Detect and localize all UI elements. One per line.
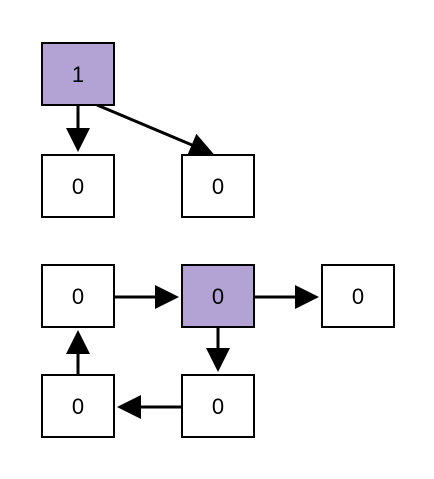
node-b1-box [41, 264, 115, 328]
node-t3: 0 [181, 154, 255, 218]
bottom-graph: 0 0 0 0 0 [41, 264, 395, 438]
node-t1-label: 1 [72, 62, 84, 87]
edge-t1-t3 [96, 103, 214, 156]
node-b4: 0 [41, 374, 115, 438]
node-b3-box [321, 264, 395, 328]
top-graph: 1 0 0 [41, 42, 255, 218]
node-b2-label: 0 [212, 284, 224, 309]
node-b3: 0 [321, 264, 395, 328]
node-b4-label: 0 [72, 394, 84, 419]
node-b4-box [41, 374, 115, 438]
node-b3-label: 0 [352, 284, 364, 309]
node-b5-label: 0 [212, 394, 224, 419]
node-b2-box [181, 264, 255, 328]
node-b5-box [181, 374, 255, 438]
node-b1: 0 [41, 264, 115, 328]
node-b5: 0 [181, 374, 255, 438]
node-b2: 0 [181, 264, 255, 328]
node-t1-box [41, 42, 115, 106]
node-t3-label: 0 [212, 174, 224, 199]
node-t2-box [41, 154, 115, 218]
node-t3-box [181, 154, 255, 218]
node-b1-label: 0 [72, 284, 84, 309]
node-t1: 1 [41, 42, 115, 106]
node-t2-label: 0 [72, 174, 84, 199]
node-t2: 0 [41, 154, 115, 218]
